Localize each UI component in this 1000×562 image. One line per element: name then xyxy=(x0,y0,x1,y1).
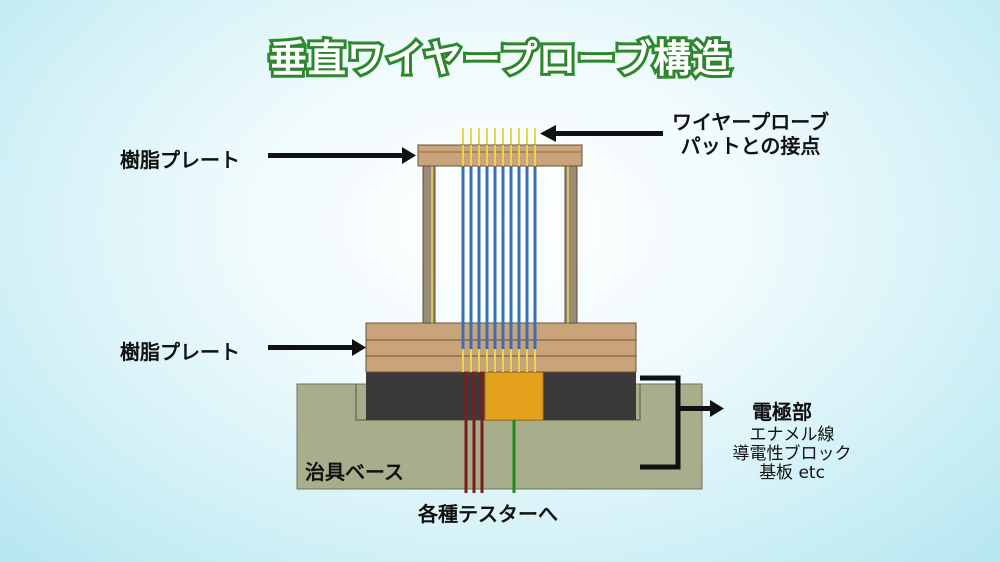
post-left xyxy=(422,165,436,324)
electrode-item-block: 導電性ブロック xyxy=(732,444,852,464)
label-fixture-base: 治具ベース xyxy=(305,460,404,484)
electrode-items: エナメル線 導電性ブロック 基板 etc xyxy=(722,426,862,483)
post-right xyxy=(564,165,578,324)
label-resin-plate-top: 樹脂プレート xyxy=(120,148,240,172)
label-contact-point: ワイヤープローブ パットとの接点 xyxy=(672,110,829,158)
label-resin-plate-mid: 樹脂プレート xyxy=(120,340,240,364)
resin-plate-mid-layer-1 xyxy=(365,322,637,341)
label-to-testers: 各種テスターへ xyxy=(418,502,558,526)
arrow-resin-top xyxy=(268,147,416,164)
arrow-contact xyxy=(540,125,663,142)
electrode-item-enamel: エナメル線 xyxy=(749,425,835,445)
probe-wires xyxy=(461,166,537,349)
probe-tips-bottom xyxy=(462,349,536,372)
label-contact-line1: ワイヤープローブ xyxy=(672,110,829,134)
conductive-block xyxy=(484,371,544,421)
arrow-resin-mid xyxy=(268,339,366,356)
enamel-wires xyxy=(464,372,484,493)
label-contact-line2: パットとの接点 xyxy=(680,134,821,158)
arrow-electrode xyxy=(678,400,724,417)
page-title: 垂直ワイヤープローブ構造 xyxy=(266,34,733,84)
electrode-item-board: 基板 etc xyxy=(759,463,825,483)
resin-plate-top xyxy=(417,144,583,167)
resin-plate-mid-layer-2 xyxy=(365,339,637,357)
electrode-bracket xyxy=(640,375,681,470)
resin-plate-mid-layer-3 xyxy=(365,355,637,373)
label-electrode: 電極部 xyxy=(752,400,812,424)
